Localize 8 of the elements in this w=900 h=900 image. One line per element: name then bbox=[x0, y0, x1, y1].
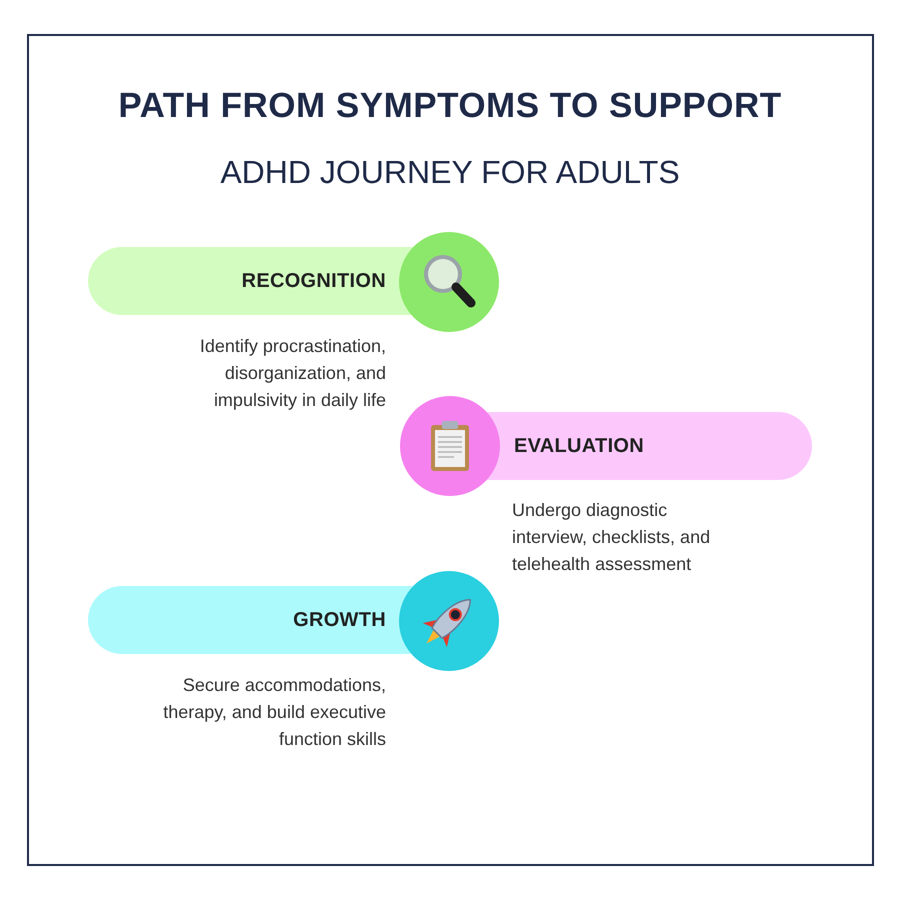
step-title: GROWTH bbox=[293, 608, 386, 632]
step-description: Identify procrastination, disorganization, and impulsivity in daily life bbox=[198, 335, 386, 412]
step-title: RECOGNITION bbox=[242, 270, 386, 292]
title: PATH FROM SYMPTOMS TO SUPPORT bbox=[118, 86, 782, 126]
step-description: Undergo diagnostic interview, checklists, and telehealth assessment bbox=[512, 499, 712, 576]
subtitle: ADHD JOURNEY FOR ADULTS bbox=[220, 154, 680, 191]
step-description: Secure accommodations, therapy, and build executive function skills bbox=[162, 674, 386, 751]
step-title: EVALUATION bbox=[514, 434, 644, 458]
